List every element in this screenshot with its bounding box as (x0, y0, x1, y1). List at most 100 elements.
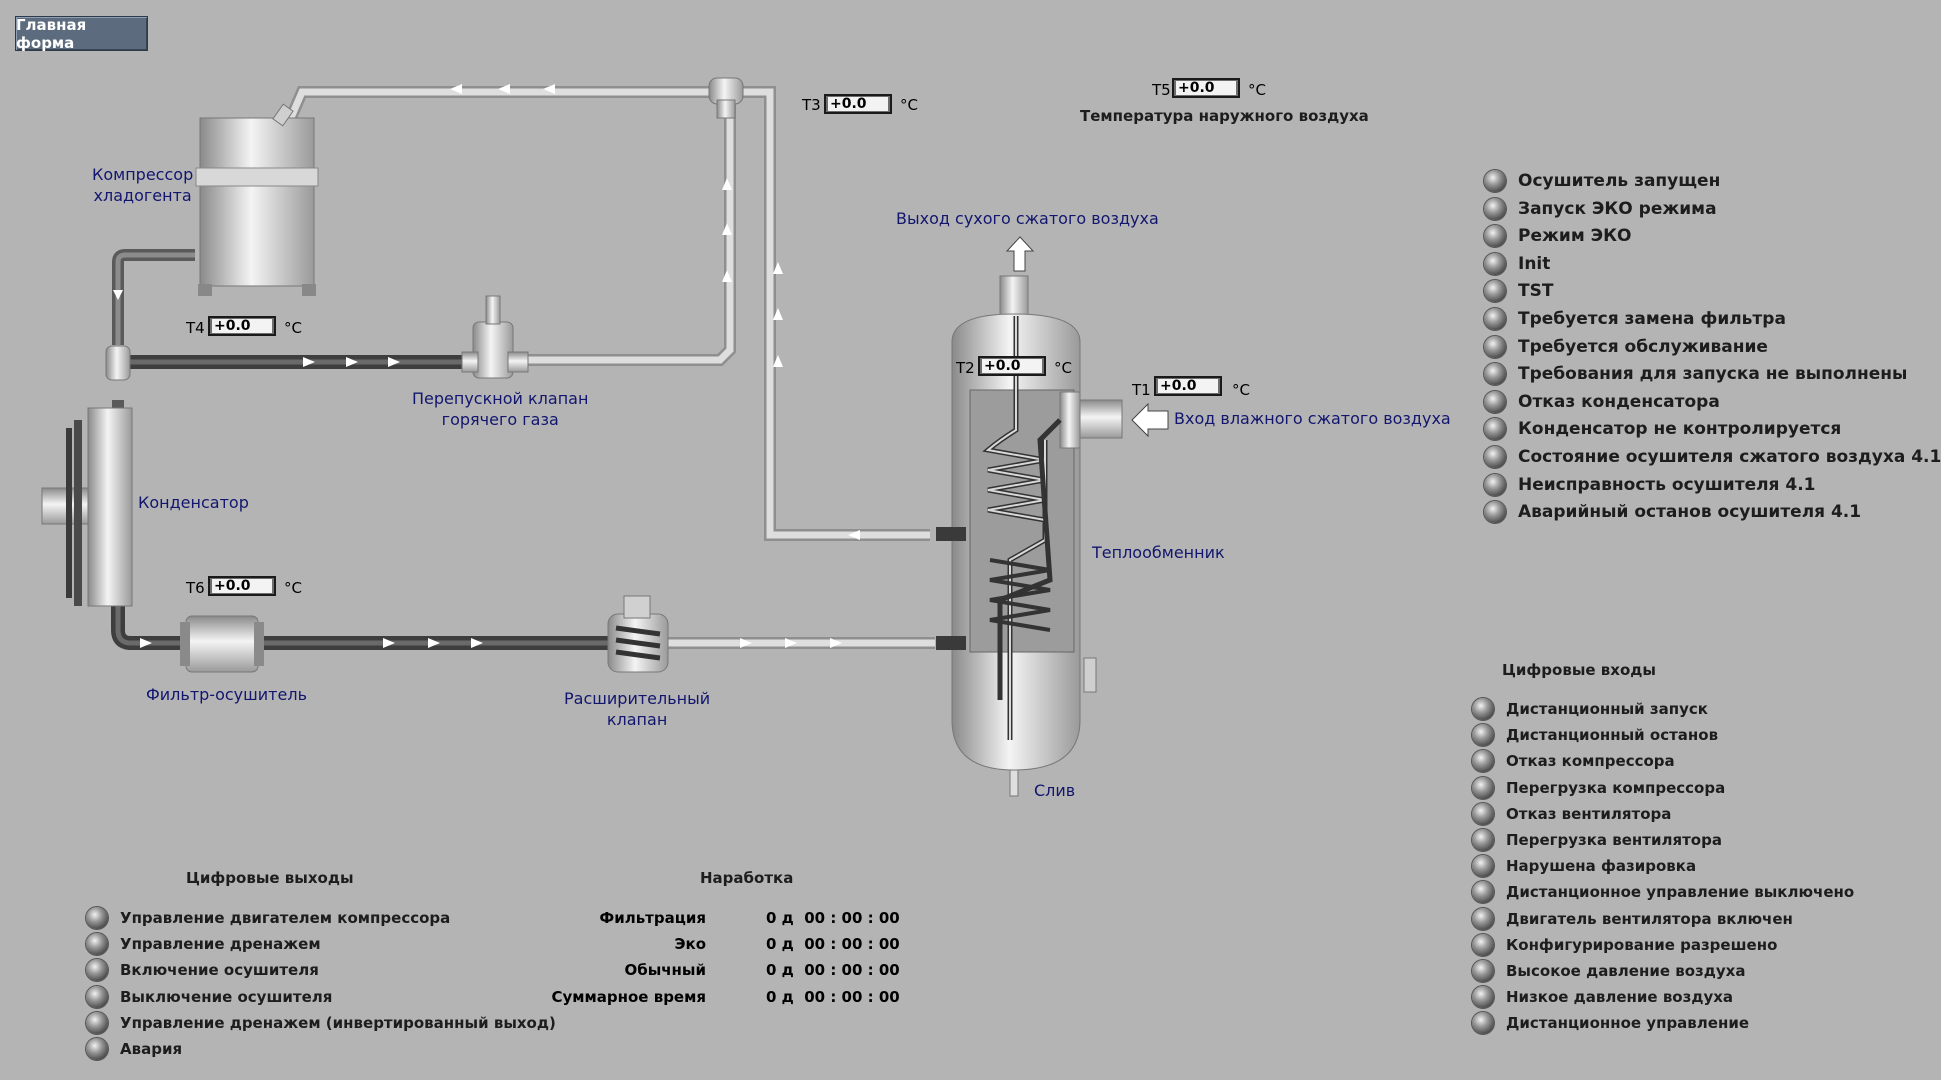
status-led-icon (1472, 960, 1494, 982)
status-led-icon (1484, 501, 1506, 524)
digital-inputs-title: Цифровые входы (1502, 661, 1656, 679)
digital-outputs-title: Цифровые выходы (186, 869, 354, 887)
status-indicator: Аварийный останов осушителя 4.1 (1484, 501, 1862, 524)
digital-input-item-label: Конфигурирование разрешено (1506, 935, 1778, 954)
status-indicator-label: Осушитель запущен (1518, 171, 1721, 191)
dry-air-arrow (1005, 236, 1035, 272)
status-led-icon (1484, 418, 1506, 441)
status-indicator: Требуется обслуживание (1484, 335, 1768, 358)
status-led-icon (1472, 1012, 1494, 1035)
main-form-button[interactable]: Главная форма (15, 16, 148, 52)
status-led-icon (1472, 776, 1494, 799)
status-indicator: Запуск ЭКО режима (1484, 197, 1717, 220)
status-led-icon (1484, 225, 1506, 248)
digital-input-item: Дистанционное управление выключено (1472, 881, 1855, 904)
status-indicator-label: Аварийный останов осушителя 4.1 (1518, 502, 1862, 523)
t4-value: +0.0 (212, 319, 272, 333)
status-led-icon (1472, 881, 1494, 904)
status-indicator-label: Требуется замена фильтра (1518, 309, 1786, 329)
status-led-icon (1484, 197, 1506, 220)
status-led-icon (1472, 855, 1494, 878)
digital-input-item: Конфигурирование разрешено (1472, 933, 1778, 956)
status-indicator: Состояние осушителя сжатого воздуха 4.1 (1484, 446, 1941, 468)
digital-input-item-label: Отказ вентилятора (1506, 804, 1672, 823)
t3-label: T3 (802, 96, 821, 114)
status-led-icon (1472, 933, 1494, 956)
status-indicator: Отказ конденсатора (1484, 390, 1720, 413)
digital-output-item: Включение осушителя (86, 959, 319, 982)
digital-input-item-label: Дистанционное управление выключено (1506, 883, 1855, 902)
runtime-row-name: Суммарное время (551, 987, 706, 1006)
heat-exchanger-label: Теплообменник (1092, 543, 1225, 562)
status-led-icon (1472, 724, 1494, 747)
digital-input-item-label: Дистанционное управление (1506, 1014, 1750, 1033)
digital-output-item: Авария (86, 1038, 182, 1060)
t5-value: +0.0 (1176, 81, 1236, 95)
t4-label: T4 (186, 319, 205, 337)
t6-value-field: +0.0 (208, 576, 276, 596)
t1-value: +0.0 (1158, 379, 1218, 393)
suction-pipe (284, 86, 930, 541)
wet-air-arrow (1131, 402, 1169, 438)
digital-input-item: Перегрузка вентилятора (1472, 829, 1722, 851)
digital-input-item-label: Дистанционный останов (1506, 726, 1719, 745)
digital-input-item: Дистанционное управление (1472, 1012, 1750, 1035)
runtime-row-value: 0 д 00 : 00 : 00 (766, 987, 900, 1006)
t6-label: T6 (186, 579, 205, 597)
status-led-icon (86, 1011, 108, 1034)
digital-output-item: Управление двигателем компрессора (86, 907, 450, 929)
condenser-label: Конденсатор (138, 493, 249, 512)
status-indicator-label: Требования для запуска не выполнены (1518, 364, 1908, 385)
digital-output-item-label: Авария (120, 1040, 183, 1058)
status-indicator-label: Режим ЭКО (1518, 226, 1632, 247)
runtime-title: Наработка (700, 869, 794, 887)
digital-output-item-label: Включение осушителя (120, 961, 319, 980)
digital-input-item: Двигатель вентилятора включен (1472, 907, 1793, 930)
status-indicator: Неисправность осушителя 4.1 (1484, 473, 1816, 496)
flow-arrows (113, 84, 860, 648)
status-indicator-label: Запуск ЭКО режима (1518, 198, 1717, 219)
digital-output-item: Управление дренажем (инвертированный вых… (86, 1011, 556, 1034)
status-led-icon (1484, 390, 1506, 413)
t1-unit: °C (1232, 381, 1250, 399)
status-indicator-label: Отказ конденсатора (1518, 391, 1720, 412)
status-led-icon (1472, 986, 1494, 1009)
digital-output-item: Управление дренажем (86, 933, 321, 956)
status-led-icon (86, 933, 108, 956)
runtime-row-value: 0 д 00 : 00 : 00 (766, 909, 900, 927)
runtime-row-value: 0 д 00 : 00 : 00 (766, 935, 900, 954)
status-led-icon (1484, 363, 1506, 386)
digital-output-item-label: Управление дренажем (120, 935, 321, 954)
status-led-icon (1472, 802, 1494, 825)
status-indicator: Требуется замена фильтра (1484, 308, 1786, 330)
status-indicator-label: Init (1518, 253, 1551, 274)
t3-value-field: +0.0 (824, 94, 892, 114)
digital-output-item-label: Управление двигателем компрессора (120, 909, 451, 927)
drain-label: Слив (1034, 781, 1076, 800)
status-indicator-label: Неисправность осушителя 4.1 (1518, 474, 1816, 495)
status-indicator: Осушитель запущен (1484, 170, 1720, 192)
t5-unit: °C (1248, 81, 1266, 99)
t2-value-field: +0.0 (978, 356, 1046, 376)
runtime-row-name: Эко (674, 935, 707, 954)
digital-input-item-label: Нарушена фазировка (1506, 857, 1697, 876)
digital-input-item-label: Низкое давление воздуха (1506, 988, 1734, 1007)
status-led-icon (1472, 907, 1494, 930)
t1-value-field: +0.0 (1154, 376, 1222, 396)
digital-input-item: Перегрузка компрессора (1472, 776, 1726, 799)
digital-input-item: Дистанционный запуск (1472, 698, 1708, 720)
status-led-icon (1472, 698, 1494, 720)
status-led-icon (1484, 335, 1506, 358)
status-indicator-label: TST (1518, 281, 1554, 302)
status-led-icon (1484, 446, 1506, 468)
status-led-icon (1484, 473, 1506, 496)
runtime-row-value: 0 д 00 : 00 : 00 (766, 961, 900, 980)
dry-air-out-label: Выход сухого сжатого воздуха (896, 209, 1159, 228)
compressor-label: Компрессор хладогента (92, 165, 194, 205)
digital-input-item-label: Перегрузка компрессора (1506, 778, 1726, 797)
status-indicator: Конденсатор не контролируется (1484, 418, 1841, 441)
t1-label: T1 (1132, 381, 1151, 399)
bypass-valve-label: Перепускной клапан горячего газа (412, 389, 589, 429)
outside-air-temp-label: Температура наружного воздуха (1080, 107, 1369, 125)
